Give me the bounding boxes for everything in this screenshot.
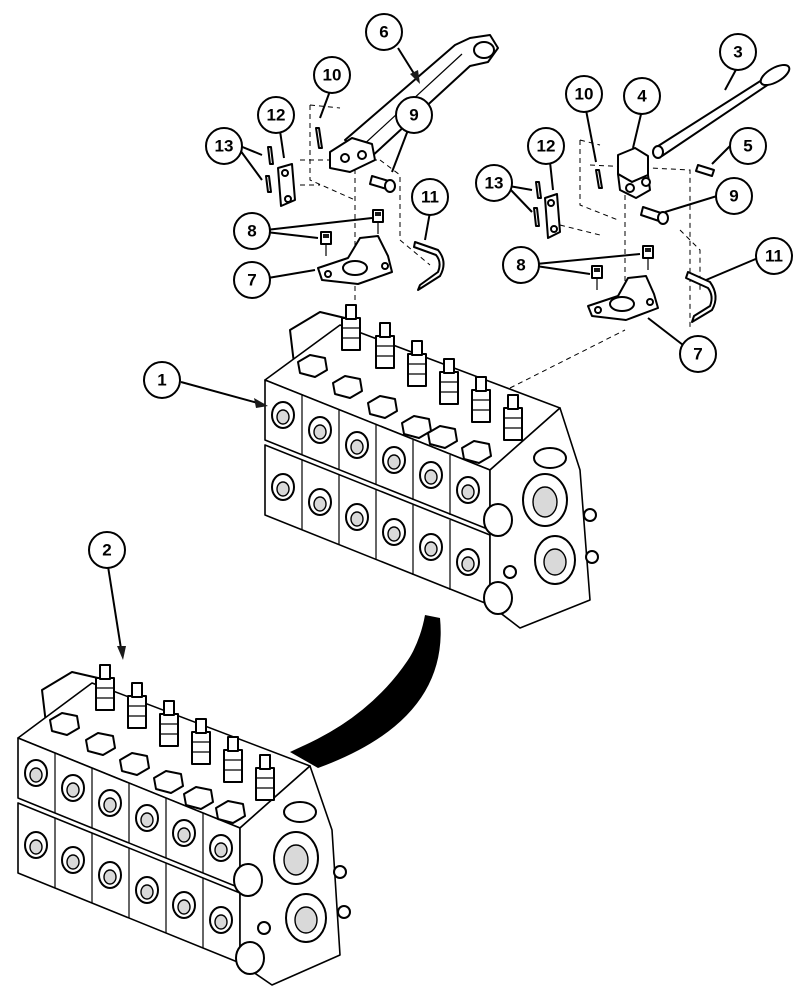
leader-lines xyxy=(106,47,759,660)
callout-label: 2 xyxy=(102,541,111,560)
callout-label: 13 xyxy=(485,174,504,193)
callout-label: 7 xyxy=(247,271,256,290)
callout-label: 5 xyxy=(743,137,752,156)
cap-screw-8a-left xyxy=(372,209,384,234)
control-valve-alternate-view-2 xyxy=(17,664,351,986)
cotter-pin-10-left xyxy=(315,127,323,149)
callout-label: 10 xyxy=(575,85,594,104)
roll-pin-5 xyxy=(695,164,715,177)
clevis-pin-9-right xyxy=(640,206,669,225)
callout-7-right: 7 xyxy=(679,335,717,373)
alt-hex-plugs xyxy=(49,712,246,824)
callout-7-left: 7 xyxy=(233,261,271,299)
callout-8-right: 8 xyxy=(502,246,540,284)
callout-12-left: 12 xyxy=(257,96,295,134)
callout-label: 6 xyxy=(379,23,388,42)
callout-label: 10 xyxy=(323,66,342,85)
callout-13-left: 13 xyxy=(205,127,243,165)
alt-valve-upper-row xyxy=(17,737,241,889)
callout-12-right: 12 xyxy=(527,127,565,165)
spool-stems-top xyxy=(341,304,523,441)
mounting-bracket-7-left xyxy=(317,235,393,285)
callout-label: 4 xyxy=(637,87,647,106)
callout-8-left: 8 xyxy=(233,212,271,250)
callout-label: 12 xyxy=(537,137,556,156)
callout-10-right: 10 xyxy=(565,75,603,113)
left-linkage-assembly xyxy=(265,34,499,320)
alt-spool-stems xyxy=(95,664,275,801)
callout-4: 4 xyxy=(623,77,661,115)
callout-label: 11 xyxy=(765,247,783,266)
cotter-pin-10-right xyxy=(595,169,603,189)
callout-9-right: 9 xyxy=(715,177,753,215)
cotter-pin-13a-left xyxy=(267,146,274,165)
callout-3: 3 xyxy=(719,33,757,71)
callout-10-left: 10 xyxy=(313,56,351,94)
callout-label: 8 xyxy=(247,222,256,241)
callout-9-left: 9 xyxy=(395,96,433,134)
callout-6: 6 xyxy=(365,13,403,51)
callout-13-right: 13 xyxy=(475,164,513,202)
alt-valve-lower-row xyxy=(17,802,241,964)
callout-label: 11 xyxy=(421,188,439,207)
cotter-pin-13b-left xyxy=(265,175,272,193)
hex-plugs-top xyxy=(297,354,492,464)
callout-label: 1 xyxy=(157,371,166,390)
cotter-pin-13a-right xyxy=(535,181,542,199)
right-linkage-assembly xyxy=(533,63,791,330)
callout-label: 9 xyxy=(729,187,738,206)
callout-label: 13 xyxy=(215,137,234,156)
callout-label: 7 xyxy=(693,345,702,364)
clevis-pin-9-left xyxy=(369,175,396,193)
cap-screw-8b-right xyxy=(591,265,603,290)
cap-screw-8a-right xyxy=(642,245,654,270)
callout-1: 1 xyxy=(143,361,181,399)
callout-label: 3 xyxy=(733,43,742,62)
callout-label: 9 xyxy=(409,106,418,125)
callout-11-left: 11 xyxy=(411,178,449,216)
cap-screw-8b-left xyxy=(320,231,332,256)
mounting-bracket-7-right xyxy=(587,275,659,321)
lever-handle-3 xyxy=(652,63,791,159)
callout-5: 5 xyxy=(729,127,767,165)
callout-label: 12 xyxy=(267,106,286,125)
valve-end-cover xyxy=(483,407,599,629)
callout-label: 8 xyxy=(516,256,525,275)
link-plate-12-left xyxy=(277,163,296,207)
link-plate-12-right xyxy=(544,193,561,239)
lever-block-4 xyxy=(617,147,651,199)
cotter-pin-13b-right xyxy=(533,207,540,227)
control-valve-assembly-1 xyxy=(264,304,626,629)
callout-2: 2 xyxy=(88,531,126,569)
u-pin-11-left xyxy=(413,241,445,291)
callout-11-right: 11 xyxy=(755,237,793,275)
u-pin-11-right xyxy=(685,271,717,323)
alt-valve-end-cover xyxy=(233,765,351,986)
